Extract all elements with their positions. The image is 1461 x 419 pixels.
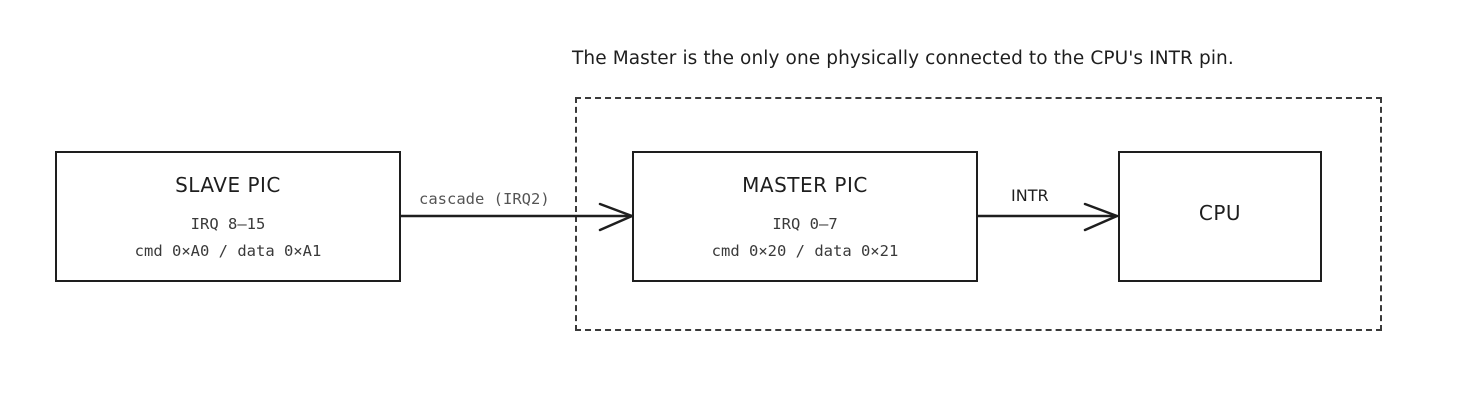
master-pic-irq-range: IRQ 0–7 — [772, 215, 838, 233]
annotation-note: The Master is the only one physically co… — [572, 48, 1234, 69]
master-pic-title: MASTER PIC — [742, 173, 868, 197]
master-cpu-group-boundary — [575, 97, 1382, 331]
master-pic-box[interactable]: MASTER PIC IRQ 0–7 cmd 0×20 / data 0×21 — [632, 151, 978, 282]
master-pic-ports: cmd 0×20 / data 0×21 — [711, 242, 899, 260]
cpu-box[interactable]: CPU — [1118, 151, 1322, 282]
cpu-title: CPU — [1198, 201, 1242, 225]
slave-pic-ports: cmd 0×A0 / data 0×A1 — [134, 242, 322, 260]
slave-pic-box[interactable]: SLAVE PIC IRQ 8–15 cmd 0×A0 / data 0×A1 — [55, 151, 401, 282]
slave-pic-irq-range: IRQ 8–15 — [190, 215, 266, 233]
intr-edge-label: INTR — [1011, 186, 1049, 205]
slave-pic-title: SLAVE PIC — [175, 173, 281, 197]
cascade-edge-label: cascade (IRQ2) — [419, 190, 550, 208]
